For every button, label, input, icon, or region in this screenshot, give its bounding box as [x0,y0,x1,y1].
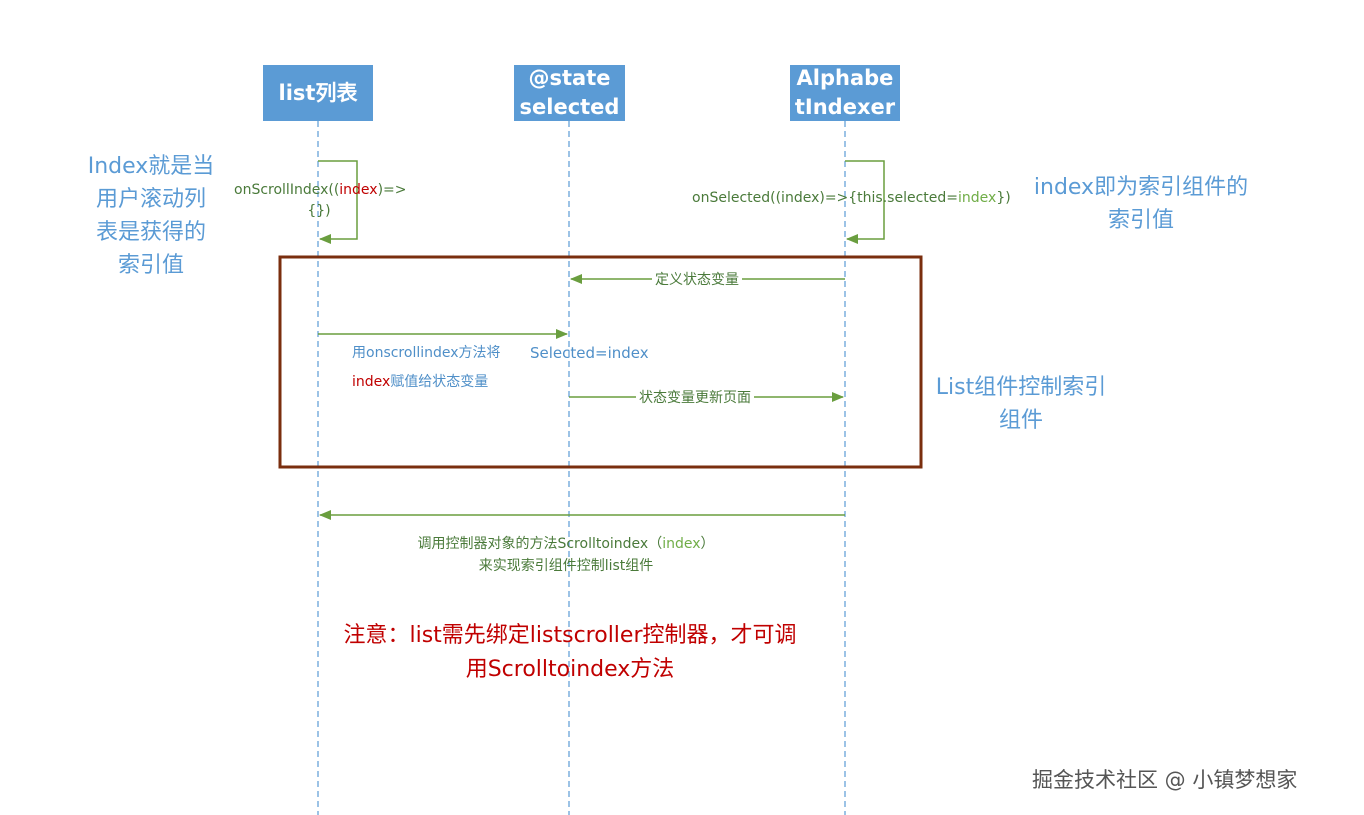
msg-selected-eq-label: Selected=index [530,344,649,362]
note-box: List组件控制索引 组件 [920,371,1122,437]
msg-define-state: 定义状态变量 [652,269,742,289]
msg-update-page-label: 状态变量更新页面 [639,390,751,406]
header-list-label: list列表 [278,80,358,105]
note-left-line: Index就是当 [87,154,215,179]
header-indexer-line1: Alphabe [796,66,894,90]
watermark-text: 掘金技术社区 @ 小镇梦想家 [1032,768,1298,792]
msg-selected-eq: Selected=index [530,344,649,362]
msg-scroll-prefix: onScrollIndex(( [234,182,340,198]
note-right-line: 索引值 [1107,208,1174,233]
header-state: @state selected [514,65,625,121]
msg-call-suffix: ） [700,536,715,552]
msg-call-prefix: 调用控制器对象的方法Scrolltoindex（ [417,536,663,552]
self-loop-indexer-arrow [845,160,885,244]
note-box-line: 组件 [998,408,1043,433]
msg-assign-line2: 赋值给状态变量 [390,374,489,390]
msg-selected-prefix: onSelected((index)=>{this.selected= [692,190,959,206]
msg-on-scroll-index: onScrollIndex((index)=> {}) [234,180,407,222]
msg-update-page: 状态变量更新页面 [636,387,754,407]
note-box-line: List组件控制索引 [935,375,1107,400]
header-state-line2: selected [519,95,620,119]
warning-line: 用Scrolltoindex方法 [465,657,675,682]
watermark: 掘金技术社区 @ 小镇梦想家 [1032,764,1297,794]
msg-call: 调用控制器对象的方法Scrolltoindex（index） 来实现索引组件控制… [386,533,746,577]
msg-call-param: index [662,536,701,552]
header-list: list列表 [263,65,373,121]
header-indexer: Alphabe tIndexer [790,65,900,121]
note-left: Index就是当 用户滚动列 表是获得的 索引值 [80,150,222,282]
msg-selected-param: index [958,190,997,206]
note-right-line: index即为索引组件的 [1033,175,1249,200]
self-loop-list-arrow [318,160,358,244]
header-state-line1: @state [528,66,611,90]
msg-selected-suffix: }) [996,190,1011,206]
note-right: index即为索引组件的 索引值 [1014,171,1268,237]
msg-assign-line1: 用onscrollindex方法将 [352,345,501,361]
msg-assign-param: index [352,374,391,390]
msg-assign: 用onscrollindex方法将 index赋值给状态变量 [352,339,501,397]
warning-line: 注意：list需先绑定listscroller控制器，才可调 [343,623,797,648]
warning-note: 注意：list需先绑定listscroller控制器，才可调 用Scrollto… [300,619,840,687]
note-left-line: 用户滚动列 [95,187,206,212]
header-indexer-line2: tIndexer [794,95,896,119]
control-box [278,255,923,469]
note-left-line: 索引值 [117,253,184,278]
msg-call-line2: 来实现索引组件控制list组件 [478,558,654,574]
msg-scroll-suffix: )=> [377,182,407,198]
msg-scroll-body: {}) [307,203,331,219]
msg-define-state-label: 定义状态变量 [655,272,739,288]
msg-on-selected: onSelected((index)=>{this.selected=index… [692,190,1011,206]
msg-scroll-param: index [339,182,378,198]
note-left-line: 表是获得的 [95,220,206,245]
